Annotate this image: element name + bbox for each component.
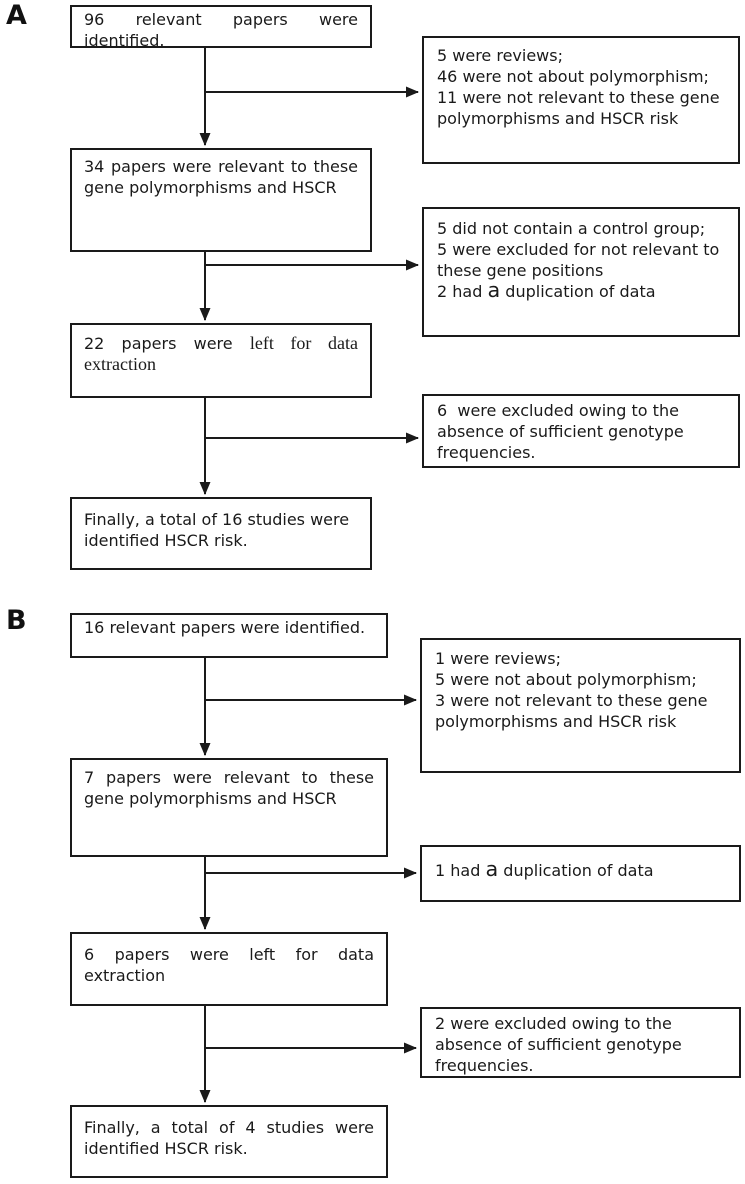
a-exclusion-control-line3: 2 had a duplication of data [424, 278, 738, 302]
a-exclusion-control-line1: 5 did not contain a control group; [437, 219, 706, 238]
b-duplication-suffix: duplication of data [498, 861, 654, 880]
b-box-extraction: 6 papers were left for data extraction [70, 932, 388, 1006]
a-duplication-letter-a: a [487, 278, 501, 302]
b-box-relevant: 7 papers were relevant to these gene pol… [70, 758, 388, 857]
b-box-extraction-text: 6 papers were left for data extraction [84, 945, 374, 985]
a-exclusion-reviews-line2: 46 were not about polymorphism; [437, 67, 709, 86]
b-box-final-text: Finally, a total of 4 studies were ident… [84, 1118, 374, 1158]
b-exclusion-reviews-box: 1 were reviews; 5 were not about polymor… [420, 638, 741, 773]
b-exclusion-genotype-text: 2 were excluded owing to the absence of … [435, 1014, 687, 1075]
panel-a-label: A [6, 0, 27, 31]
a-box-final: Finally, a total of 16 studies were iden… [70, 497, 372, 570]
a-exclusion-control-line2: 5 were excluded for not relevant to thes… [437, 240, 725, 280]
b-duplication-prefix: 1 had [435, 861, 486, 880]
b-box-identified: 16 relevant papers were identified. [70, 613, 388, 658]
a-box-identified-text: 96 relevant papers were identified. [84, 10, 358, 50]
a-duplication-suffix: duplication of data [500, 282, 656, 301]
b-exclusion-duplication-box: 1 had a duplication of data [420, 845, 741, 902]
b-box-identified-text: 16 relevant papers were identified. [84, 618, 366, 637]
b-exclusion-reviews-line2: 5 were not about polymorphism; [435, 670, 697, 689]
a-box-extraction-text: 22 papers were left for data extraction [72, 331, 370, 377]
b-exclusion-reviews-line3: 3 were not relevant to these gene polymo… [435, 691, 713, 731]
a-exclusion-reviews-line1: 5 were reviews; [437, 46, 563, 65]
a-exclusion-control-box: 5 did not contain a control group; 5 wer… [422, 207, 740, 337]
panel-b-label: B [6, 605, 27, 636]
a-box-relevant: 34 papers were relevant to these gene po… [70, 148, 372, 252]
b-exclusion-reviews-line1: 1 were reviews; [435, 649, 561, 668]
a-box-final-text: Finally, a total of 16 studies were iden… [84, 510, 350, 550]
a-box-identified: 96 relevant papers were identified. [70, 5, 372, 50]
b-exclusion-genotype-box: 2 were excluded owing to the absence of … [420, 1007, 741, 1078]
a-exclusion-genotype-box: 6 were excluded owing to the absence of … [422, 394, 740, 468]
a-box-extraction: 22 papers were left for data extraction [70, 323, 372, 398]
a-exclusion-genotype-text: 6 were excluded owing to the absence of … [437, 401, 689, 462]
b-box-final: Finally, a total of 4 studies were ident… [70, 1105, 388, 1178]
b-box-relevant-text: 7 papers were relevant to these gene pol… [84, 768, 374, 808]
a-duplication-prefix: 2 had [437, 282, 488, 301]
a-extraction-prefix: 22 papers were [84, 334, 250, 353]
a-exclusion-reviews-box: 5 were reviews; 46 were not about polymo… [422, 36, 740, 164]
a-box-relevant-text: 34 papers were relevant to these gene po… [84, 157, 358, 197]
a-extraction-serif-segment: left for data extraction [84, 333, 358, 374]
b-duplication-letter-a: a [485, 857, 499, 881]
a-exclusion-reviews-line3: 11 were not relevant to these gene polym… [437, 88, 725, 128]
b-exclusion-duplication-text: 1 had a duplication of data [422, 857, 739, 881]
